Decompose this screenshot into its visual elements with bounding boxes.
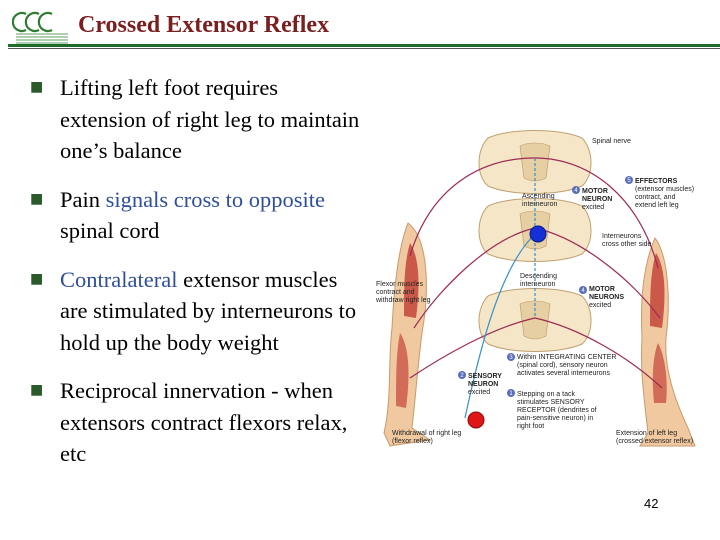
label-flexor-muscles-1: Flexor muscles — [376, 281, 424, 288]
slide-title: Crossed Extensor Reflex — [78, 12, 330, 38]
svg-text:4: 4 — [581, 288, 585, 294]
bullet-text: Pain — [60, 186, 106, 212]
label-stepping-tack-3: RECEPTOR (dendrites of — [517, 407, 597, 414]
label-spinal-nerve: Spinal nerve — [592, 138, 631, 145]
step-badges: 5 4 4 3 2 1 — [458, 176, 633, 397]
label-motor-neurons-lower-3: excited — [589, 302, 611, 309]
svg-text:2: 2 — [460, 373, 464, 379]
label-effectors-3: contract, and — [635, 194, 676, 201]
crossed-extensor-reflex-diagram: 5 4 4 3 2 1 Spinal nerve Ascending inter… — [375, 130, 696, 447]
svg-text:4: 4 — [574, 188, 578, 194]
label-ascending-interneuron-1: Ascending — [522, 193, 555, 200]
label-effectors-2: (extensor muscles) — [635, 186, 694, 193]
label-sensory-neuron-1: SENSORY — [468, 373, 502, 380]
label-interneurons-cross-1: Interneurons — [602, 233, 642, 240]
label-sensory-neuron-3: excited — [468, 389, 490, 396]
label-stepping-tack-4: pain-sensitive neuron) in — [517, 415, 593, 422]
left-leg-illustration — [639, 237, 696, 447]
label-sensory-neuron-2: NEURON — [468, 381, 498, 388]
label-descending-interneuron-2: interneuron — [520, 281, 556, 288]
square-bullet-icon: ■ — [30, 382, 44, 398]
title-underline-shadow — [8, 48, 720, 49]
pain-receptor-marker — [467, 411, 485, 429]
bullet-text: Lifting left foot requires extension of … — [60, 75, 360, 163]
college-logo — [12, 11, 68, 44]
svg-text:1: 1 — [509, 391, 513, 397]
label-stepping-tack-2: stimulates SENSORY — [517, 399, 585, 406]
label-motor-neuron-upper-2: NEURON — [582, 196, 612, 203]
bullet-text: Reciprocal innervation - when extensors … — [60, 378, 348, 466]
spinal-cord-upper-section — [478, 130, 592, 194]
label-motor-neuron-upper-1: MOTOR — [582, 188, 608, 195]
caption-extension-2: (crossed extensor reflex) — [616, 438, 693, 445]
label-interneurons-cross-2: cross other side — [602, 241, 652, 248]
svg-text:3: 3 — [509, 355, 513, 361]
bullet-text: spinal cord — [60, 218, 160, 243]
page-number: 42 — [644, 496, 659, 511]
label-integrating-center-2: (spinal cord), sensory neuron — [517, 362, 608, 369]
bullet-balance: ■ Lifting left foot requires extension o… — [30, 72, 360, 167]
crossing-interneuron-marker — [529, 225, 547, 243]
label-integrating-center-3: activates several interneurons — [517, 370, 610, 377]
label-motor-neurons-lower-2: NEURONS — [589, 294, 624, 301]
svg-text:5: 5 — [627, 178, 631, 184]
bullet-contralateral: ■ Contralateral extensor muscles are sti… — [30, 264, 360, 359]
label-effectors-1: EFFECTORS — [635, 178, 678, 185]
caption-extension-1: Extension of left leg — [616, 430, 677, 437]
label-stepping-tack-1: Stepping on a tack — [517, 391, 575, 398]
label-stepping-tack-5: right foot — [517, 423, 544, 430]
bullet-text: extensor muscles are stimulated by inter… — [60, 266, 357, 355]
label-flexor-muscles-3: withdraw right leg — [375, 297, 431, 304]
title-underline — [8, 44, 720, 47]
label-motor-neurons-lower-1: MOTOR — [589, 286, 615, 293]
label-descending-interneuron-1: Descending — [520, 273, 557, 280]
label-ascending-interneuron-2: interneuron — [522, 201, 558, 208]
highlighted-text: signals cross to opposite — [105, 186, 326, 212]
label-flexor-muscles-2: contract and — [376, 289, 415, 296]
caption-withdrawal-1: Withdrawal of right leg — [392, 430, 461, 437]
caption-withdrawal-2: (flexor reflex) — [392, 438, 433, 445]
bullet-reciprocal-innervation: ■ Reciprocal innervation - when extensor… — [30, 375, 360, 470]
label-motor-neuron-upper-3: excited — [582, 204, 604, 211]
label-effectors-4: extend left leg — [635, 202, 679, 209]
square-bullet-icon: ■ — [30, 190, 44, 207]
square-bullet-icon: ■ — [30, 79, 44, 95]
highlighted-text: Contralateral — [60, 266, 178, 292]
label-integrating-center-1: Within INTEGRATING CENTER — [517, 354, 616, 361]
bullet-list: ■ Lifting left foot requires extension o… — [30, 72, 360, 487]
right-leg-illustration — [383, 222, 432, 447]
square-bullet-icon: ■ — [30, 270, 44, 287]
bullet-pain-signals: ■ Pain signals cross to opposite spinal … — [30, 184, 360, 247]
spinal-cord-lower-section — [478, 288, 592, 352]
